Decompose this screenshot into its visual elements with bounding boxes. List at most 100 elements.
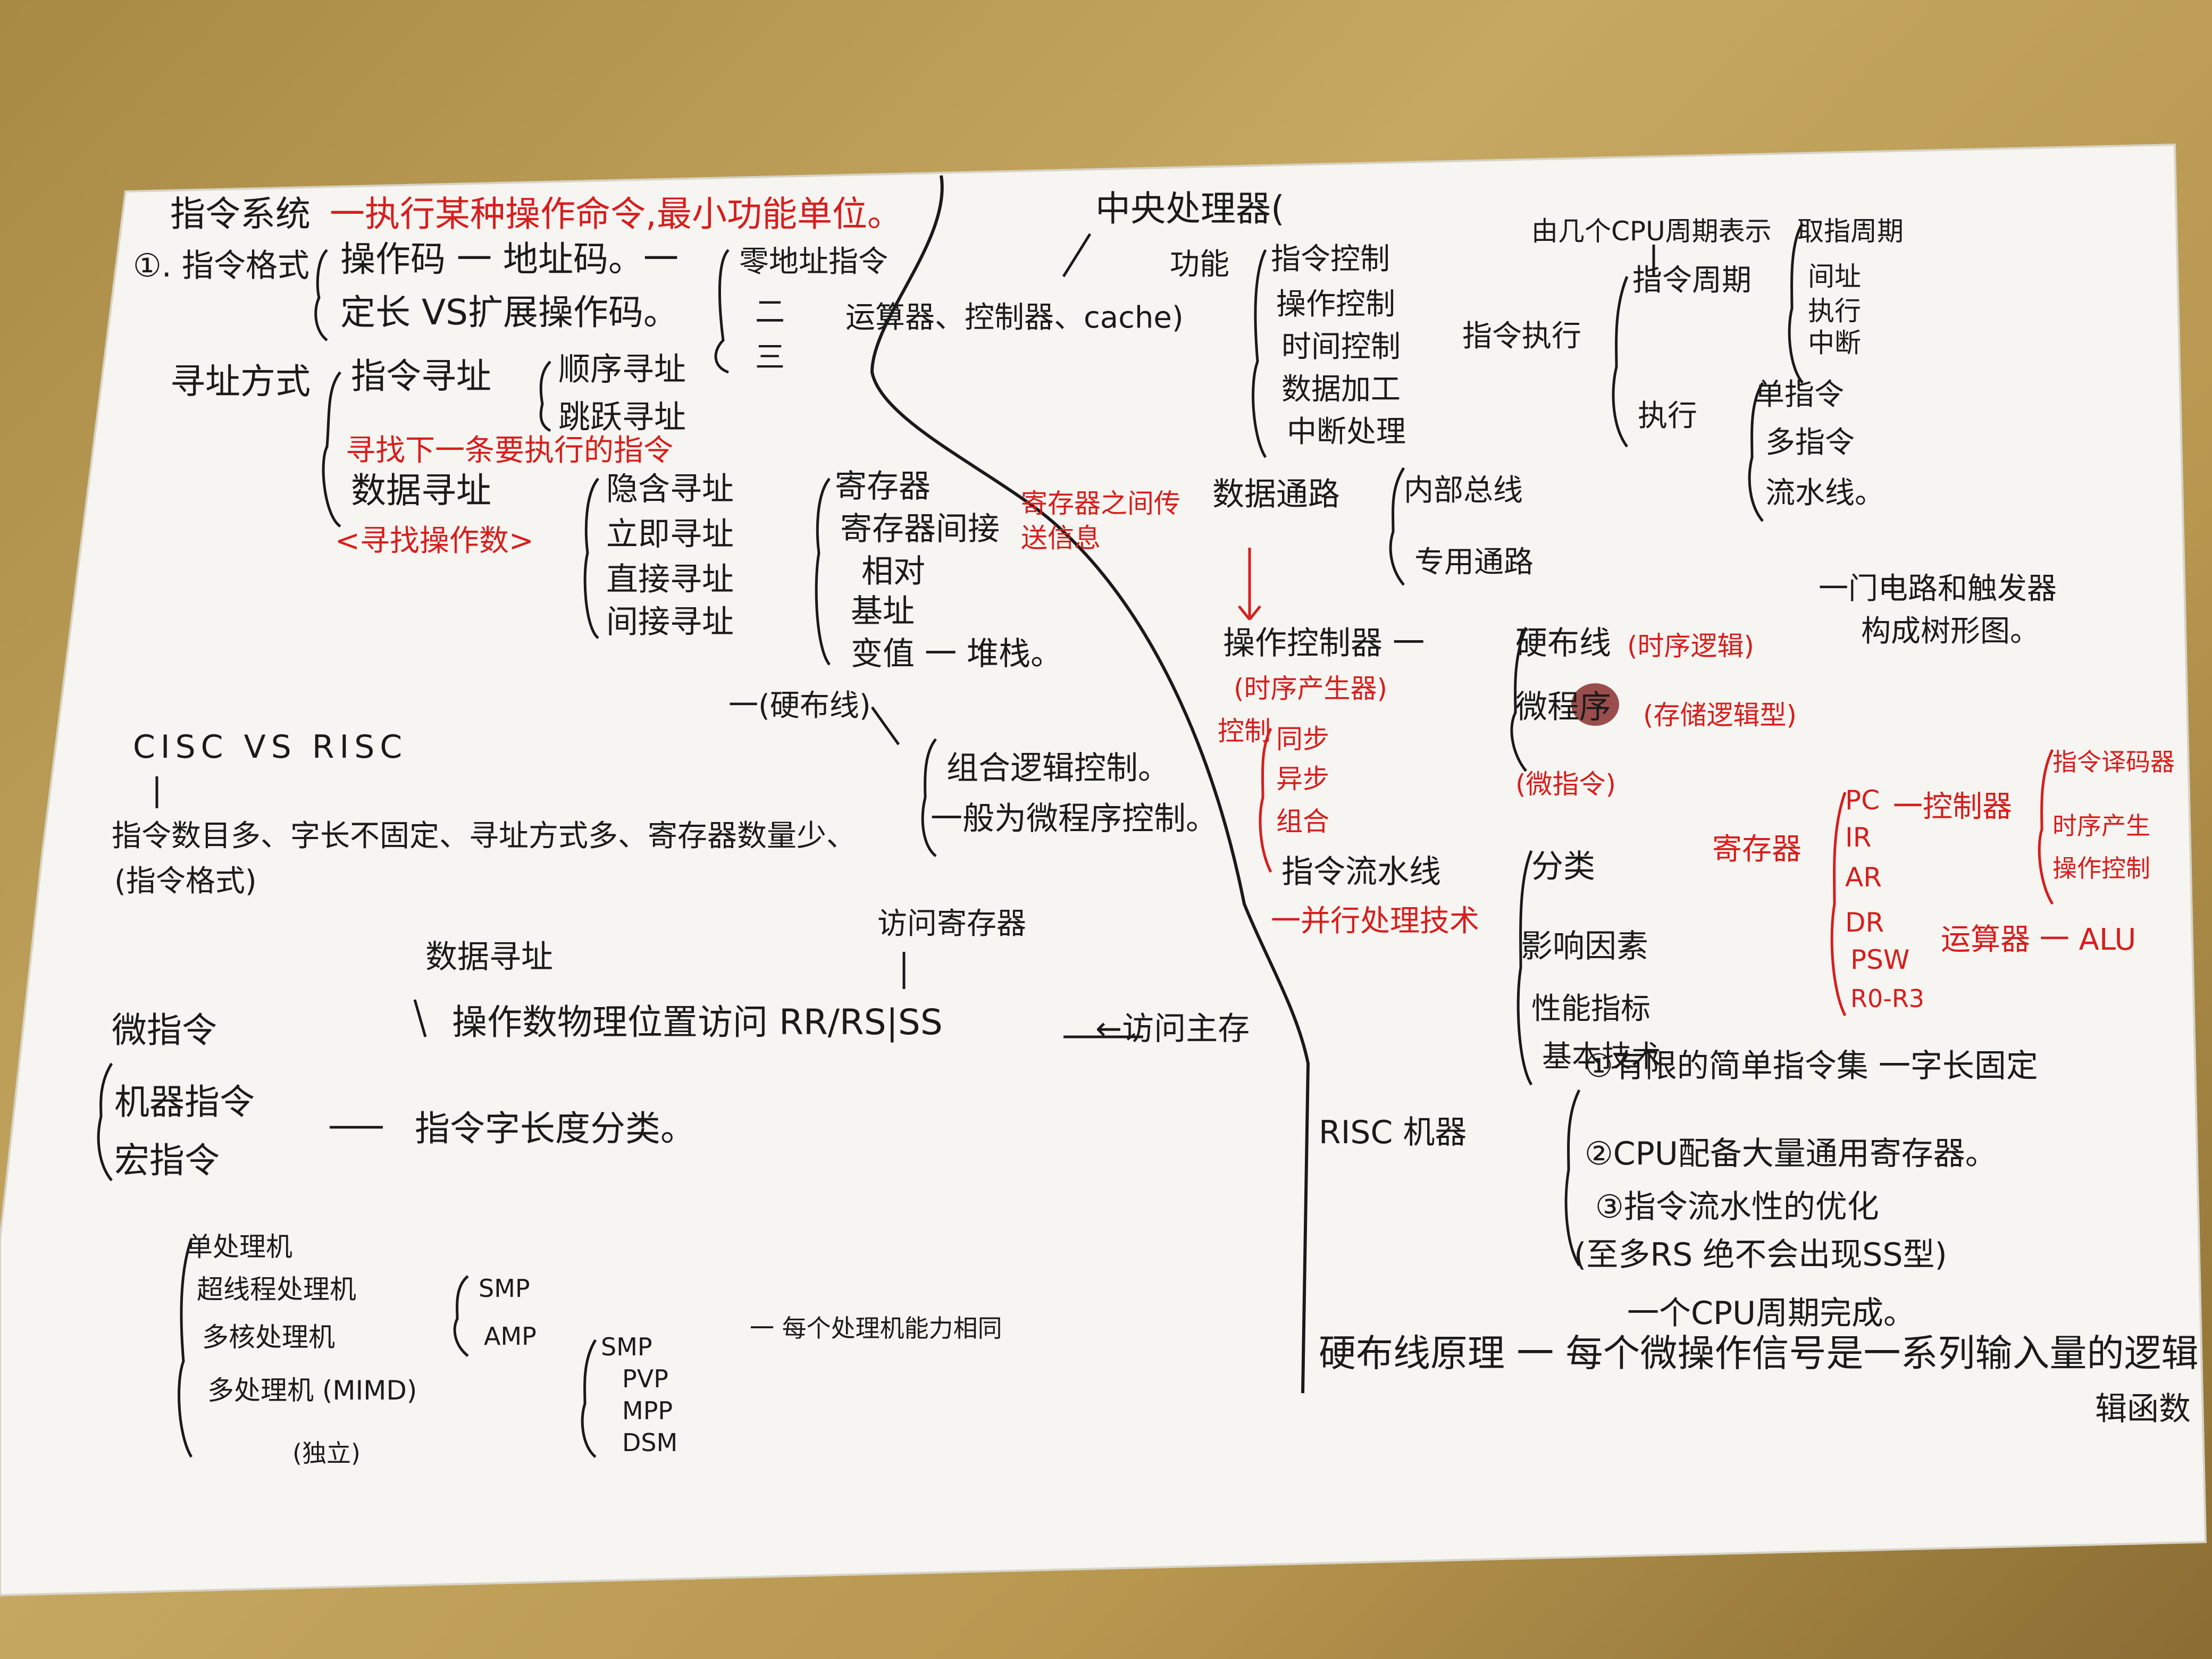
datapath-label: 数据通路 xyxy=(1212,476,1340,513)
op-controller: 操作控制器 一 xyxy=(1223,625,1425,662)
mp-hyperthread: 超线程处理机 xyxy=(197,1274,356,1305)
ctrl-signal-comb: 组合 xyxy=(1276,806,1329,837)
func-op-control: 操作控制 xyxy=(1276,287,1395,322)
hardwired-label: 硬布线 xyxy=(1515,625,1611,662)
controller-label: 一控制器 xyxy=(1893,790,2012,824)
microprogram-sub: (微指令) xyxy=(1515,769,1616,800)
title-definition: 一执行某种操作命令,最小功能单位。 xyxy=(330,194,902,234)
mp-multicore: 多核处理机 xyxy=(202,1322,335,1353)
cpu-components: 运算器、控制器、cache) xyxy=(845,300,1184,335)
cycle-execute: 执行 xyxy=(1808,296,1861,326)
data-addressing: 数据寻址 xyxy=(351,470,491,511)
cisc-desc: 指令数目多、字长不固定、寻址方式多、寄存器数量少、 xyxy=(112,819,856,853)
reg-ir: IR xyxy=(1845,822,1872,853)
ctrl-combinational: 组合逻辑控制。 xyxy=(946,750,1170,787)
reg-dr: DR xyxy=(1845,907,1884,938)
ctrl-signal-async: 异步 xyxy=(1276,764,1329,794)
access-register: 访问寄存器 xyxy=(877,907,1026,941)
instr-cycle-label: 指令周期 xyxy=(1632,263,1752,298)
data-mode-register: 寄存器 xyxy=(835,468,931,505)
data-mode-stack: 变值 一 堆栈。 xyxy=(851,635,1063,673)
risc-feature-5: 一个CPU周期完成。 xyxy=(1627,1295,1915,1332)
mp-note: 一 每个处理机能力相同 xyxy=(750,1314,1002,1343)
func-interrupt: 中断处理 xyxy=(1287,415,1406,449)
datapath-internal-bus: 内部总线 xyxy=(1404,473,1523,508)
addr-count-1: 二 xyxy=(755,295,785,330)
connector-lines xyxy=(155,233,1655,1129)
operand-location: 操作数物理位置访问 RR/RS|SS xyxy=(452,1002,943,1043)
mp-smp: SMP xyxy=(479,1274,530,1303)
func-data-processing: 数据加工 xyxy=(1281,372,1401,407)
data-mode-indirect: 间接寻址 xyxy=(606,604,734,641)
risc-machine-label: RISC 机器 xyxy=(1319,1114,1467,1151)
pipeline-classification: 分类 xyxy=(1531,848,1595,885)
pipeline-note: 一并行处理技术 xyxy=(1271,904,1479,939)
data-mode-relative: 相对 xyxy=(861,553,925,590)
hardwired-type: (时序逻辑) xyxy=(1627,631,1755,661)
micro-instruction: 微指令 xyxy=(112,1010,217,1051)
macro-instruction: 宏指令 xyxy=(114,1140,220,1181)
mp-multiprocessor: 多处理机 (MIMD) xyxy=(207,1375,417,1406)
exec-label-2: 执行 xyxy=(1638,399,1697,433)
risc-feature-2: ②CPU配备大量通用寄存器。 xyxy=(1585,1135,1997,1172)
cpu-title: 中央处理器( xyxy=(1095,188,1285,229)
hardwired-principle: 硬布线原理 一 每个微操作信号是一系列输入量的逻辑 xyxy=(1319,1331,2199,1375)
hardwired-note: 一(硬布线) xyxy=(728,689,871,723)
cycle-fetch: 取指周期 xyxy=(1797,216,1904,247)
reg-ar: AR xyxy=(1845,862,1882,893)
microprogram-type: (存储逻辑型) xyxy=(1643,700,1797,731)
alu-label: 运算器 一 ALU xyxy=(1941,923,2136,957)
title-instruction-system: 指令系统 xyxy=(170,194,311,234)
instr-exec-label: 指令执行 xyxy=(1462,319,1581,354)
machine-instruction: 机器指令 xyxy=(114,1082,255,1122)
seq-addressing: 顺序寻址 xyxy=(558,351,686,388)
addr-count-0: 零地址指令 xyxy=(739,245,888,279)
cycle-note: 由几个CPU周期表示 xyxy=(1531,216,1772,247)
mp-amp: AMP xyxy=(484,1322,537,1351)
mp-uniprocessor: 单处理机 xyxy=(186,1231,292,1262)
hardwired-desc-1: 一门电路和触发器 xyxy=(1819,572,2057,606)
braces xyxy=(97,222,1804,1458)
func-instr-control: 指令控制 xyxy=(1271,242,1390,276)
cpu-function-label: 功能 xyxy=(1170,247,1229,282)
red-arrow xyxy=(1238,548,1261,621)
data-mode-immediate: 立即寻址 xyxy=(606,516,734,553)
addressing-label: 寻址方式 xyxy=(170,361,311,402)
hardwired-principle-2: 辑函数 xyxy=(2095,1390,2191,1428)
data-mode-base: 基址 xyxy=(851,593,915,630)
timing-generator: (时序产生器) xyxy=(1234,673,1388,704)
cisc-title: CISC VS RISC xyxy=(133,728,408,766)
exec-multi: 多指令 xyxy=(1765,425,1855,460)
format-item-1: 操作码 一 地址码。一 xyxy=(340,239,678,280)
mp-dsm: DSM xyxy=(622,1428,678,1457)
risc-feature-3: ③指令流水性的优化 xyxy=(1595,1188,1879,1226)
access-memory: ←访问主存 xyxy=(1095,1010,1250,1048)
data-addr-note: <寻找操作数> xyxy=(335,524,534,558)
divider-line xyxy=(870,175,1310,1394)
addr-count-2: 三 xyxy=(755,340,785,375)
exec-single: 单指令 xyxy=(1755,378,1844,412)
mp-smp-2: SMP xyxy=(601,1333,652,1361)
pipeline-metrics: 性能指标 xyxy=(1531,992,1650,1026)
length-classification: 指令字长度分类。 xyxy=(415,1108,696,1149)
instr-addr-note: 寻找下一条要执行的指令 xyxy=(346,433,673,468)
cisc-desc-2: (指令格式) xyxy=(114,864,257,899)
format-label: ①. 指令格式 xyxy=(133,247,309,284)
reg-pc: PC xyxy=(1845,785,1880,816)
cycle-interrupt: 中断 xyxy=(1808,328,1861,358)
mp-mpp: MPP xyxy=(622,1396,673,1425)
middle-data-addressing: 数据寻址 xyxy=(425,939,553,976)
red-braces xyxy=(1259,727,2054,1017)
ctrl-signal-0: 控制 xyxy=(1218,716,1271,747)
reg-transfer-note: 寄存器之间传送信息 xyxy=(1021,488,1180,554)
mp-independent: (独立) xyxy=(292,1439,361,1468)
hardwired-desc-2: 构成树形图。 xyxy=(1861,614,2040,649)
data-mode-direct: 直接寻址 xyxy=(606,561,734,598)
ctrl-signal-sync: 同步 xyxy=(1276,724,1329,755)
risc-feature-4: (至多RS 绝不会出现SS型) xyxy=(1574,1236,1947,1273)
pipeline-label: 指令流水线 xyxy=(1281,853,1441,891)
ctrl-microprogram: 一般为微程序控制。 xyxy=(931,800,1218,837)
data-mode-implied: 隐含寻址 xyxy=(606,471,734,508)
microprogram-label: 微程序 xyxy=(1515,689,1611,726)
